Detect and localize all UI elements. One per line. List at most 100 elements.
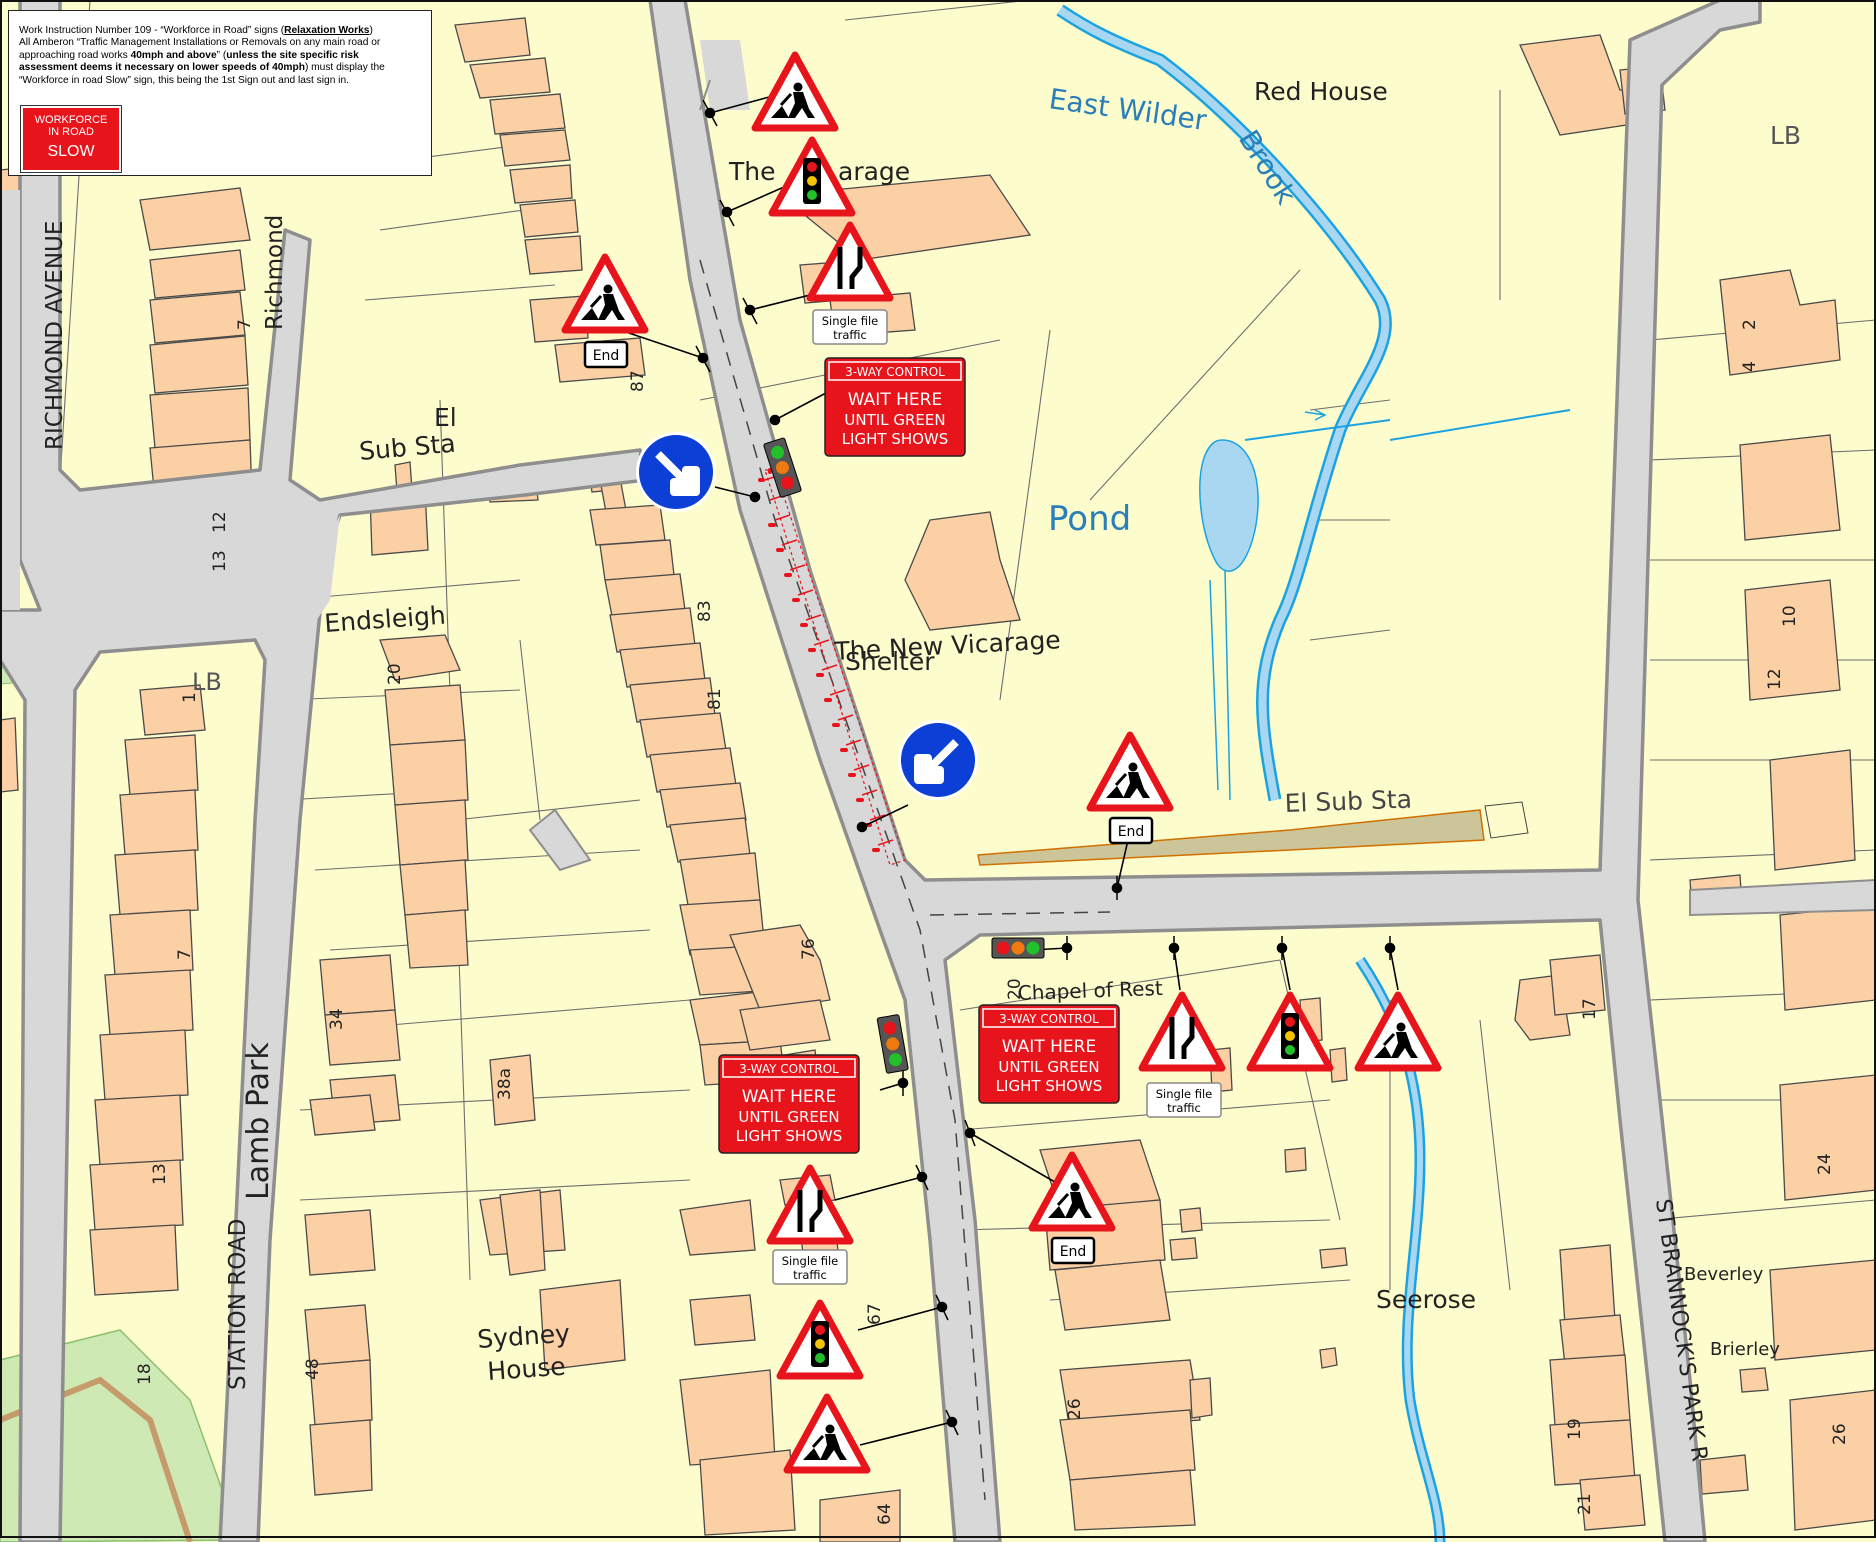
label-seerose: Seerose xyxy=(1376,1285,1476,1314)
house-number: 83 xyxy=(695,600,715,622)
house-number: 38a xyxy=(495,1068,515,1100)
house-number: 20 xyxy=(385,663,405,685)
single-file-text-2: traffic xyxy=(833,328,867,342)
house-number: 21 xyxy=(1575,1493,1595,1515)
label-red-house: Red House xyxy=(1254,77,1388,106)
control-light: LIGHT SHOWS xyxy=(736,1127,843,1145)
label-brierley: Brierley xyxy=(1710,1339,1780,1360)
work-instruction-notice: Work Instruction Number 109 - “Workforce… xyxy=(8,10,432,176)
label-shelter: Shelter xyxy=(845,647,935,676)
label-vicarage-word: arage xyxy=(838,157,910,186)
label-el-sub-sta-2: El Sub Sta xyxy=(1284,785,1412,818)
label-lb-left: LB xyxy=(192,668,222,696)
label-lb-top: LB xyxy=(1770,121,1801,150)
house-number: 10 xyxy=(1780,605,1800,627)
house-number: 26 xyxy=(1065,1398,1085,1420)
house-number: 13 xyxy=(210,550,230,572)
house-number: 7 xyxy=(235,319,255,330)
single-file-text-2: traffic xyxy=(1167,1101,1201,1115)
three-way-control-board: 3-WAY CONTROL WAIT HERE UNTIL GREEN LIGH… xyxy=(978,1004,1120,1104)
end-plate-text: End xyxy=(1118,824,1145,840)
end-plate: End xyxy=(1108,816,1154,845)
el-sub-station-area xyxy=(977,809,1485,866)
house-number: 7 xyxy=(175,949,195,960)
control-header: 3-WAY CONTROL xyxy=(845,365,945,379)
traffic-light-east xyxy=(991,937,1045,959)
house-number: 81 xyxy=(705,688,725,710)
sub-station-building xyxy=(1484,801,1529,839)
house-number: 34 xyxy=(327,1008,347,1030)
label-station-road: STATION ROAD xyxy=(225,1219,251,1390)
house-number: 12 xyxy=(1765,668,1785,690)
control-until: UNTIL GREEN xyxy=(998,1058,1099,1076)
house-number: 12 xyxy=(210,511,230,533)
end-plate: End xyxy=(583,340,629,369)
control-until: UNTIL GREEN xyxy=(738,1108,839,1126)
label-house: House xyxy=(486,1352,566,1386)
single-file-text-1: Single file xyxy=(822,314,879,328)
keep-left-sign xyxy=(898,720,978,800)
label-chapel-of-rest: Chapel of Rest xyxy=(1017,976,1163,1005)
keep-right-sign xyxy=(636,432,716,512)
traffic-light-south xyxy=(876,1014,909,1074)
house-number: 4 xyxy=(1740,361,1760,372)
notice-line-1: Work Instruction Number 109 - “Workforce… xyxy=(19,25,373,36)
single-file-plate: Single file traffic xyxy=(1146,1082,1222,1118)
control-header: 3-WAY CONTROL xyxy=(739,1062,839,1076)
label-sydney: Sydney xyxy=(476,1319,571,1354)
control-light: LIGHT SHOWS xyxy=(996,1077,1103,1095)
control-header: 3-WAY CONTROL xyxy=(999,1012,1099,1026)
house-number: 1 xyxy=(180,692,200,703)
label-lamb-park: Lamb Park xyxy=(241,1042,276,1200)
control-wait: WAIT HERE xyxy=(848,390,942,410)
house-number: 20 xyxy=(1005,978,1025,1000)
end-plate-text: End xyxy=(1060,1244,1087,1260)
house-number: 17 xyxy=(1580,998,1600,1020)
control-until: UNTIL GREEN xyxy=(844,411,945,429)
three-way-control-board: 3-WAY CONTROL WAIT HERE UNTIL GREEN LIGH… xyxy=(824,357,966,457)
pond xyxy=(1199,439,1259,572)
traffic-light-north xyxy=(763,437,802,498)
house-number: 64 xyxy=(875,1503,895,1525)
label-richmond: Richmond xyxy=(262,215,288,330)
house-number: 19 xyxy=(1565,1418,1585,1440)
single-file-text-2: traffic xyxy=(793,1268,827,1282)
house-number: 18 xyxy=(135,1363,155,1385)
three-way-control-board: 3-WAY CONTROL WAIT HERE UNTIL GREEN LIGH… xyxy=(718,1054,860,1154)
house-number: 2 xyxy=(1740,319,1760,330)
control-light: LIGHT SHOWS xyxy=(842,430,949,448)
single-file-plate: Single file traffic xyxy=(772,1249,848,1285)
label-el-sub-sta-1a: El xyxy=(434,403,457,432)
control-wait: WAIT HERE xyxy=(742,1087,836,1107)
notice-line-4: assessment deems it necessary on lower s… xyxy=(19,62,385,74)
notice-line-3: approaching road works 40mph and above” … xyxy=(19,49,359,61)
house-number: 87 xyxy=(628,370,648,392)
house-number: 13 xyxy=(150,1163,170,1185)
road-centre-line xyxy=(699,259,986,1501)
side-road-line xyxy=(929,911,1111,916)
house-numbers: 2 4 7 87 12 13 83 81 20 10 12 1 7 76 34 … xyxy=(135,319,1850,1525)
single-file-text-1: Single file xyxy=(782,1254,839,1268)
house-number: 26 xyxy=(1830,1423,1850,1445)
notice-line-2: All Amberon “Traffic Management Installa… xyxy=(19,37,381,49)
end-plate: End xyxy=(1050,1236,1096,1265)
house-number: 24 xyxy=(1815,1153,1835,1175)
kerb-ticks xyxy=(695,99,1391,1436)
house-number: 67 xyxy=(865,1303,885,1325)
house-number: 76 xyxy=(799,938,819,960)
single-file-text-1: Single file xyxy=(1156,1087,1213,1101)
house-number: 48 xyxy=(303,1358,323,1380)
end-plate-text: End xyxy=(593,348,620,364)
label-richmond-avenue: RICHMOND AVENUE xyxy=(42,221,68,450)
buildings xyxy=(0,17,1876,1542)
control-wait: WAIT HERE xyxy=(1002,1037,1096,1057)
label-beverley: Beverley xyxy=(1684,1264,1764,1285)
label-vicarage-the: The xyxy=(728,157,776,186)
label-pond: Pond xyxy=(1048,499,1131,539)
notice-line-5: “Workforce in road Slow” sign, this bein… xyxy=(19,74,349,86)
single-file-plate: Single file traffic xyxy=(812,309,888,345)
